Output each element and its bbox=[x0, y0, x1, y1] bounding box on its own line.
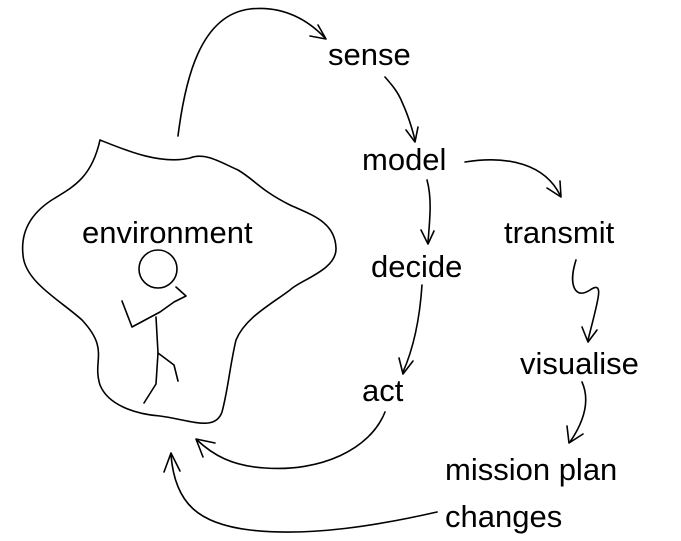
environment-blob bbox=[21, 139, 337, 425]
arrow-environment-to-sense bbox=[177, 7, 326, 137]
arrowhead-environment-from-act bbox=[195, 438, 216, 458]
arrow-visualise-to-mission-plan bbox=[569, 381, 587, 443]
arrow-sense-to-model bbox=[384, 76, 416, 141]
stick-figure-head bbox=[138, 249, 178, 289]
arrow-decide-to-act bbox=[402, 284, 423, 373]
label-act: act bbox=[362, 373, 404, 408]
label-mission-plan: mission plan bbox=[445, 452, 617, 487]
label-sense: sense bbox=[328, 37, 411, 72]
arrow-model-to-transmit bbox=[464, 159, 561, 196]
stick-figure-body bbox=[155, 316, 159, 354]
arrowhead-mission-plan bbox=[566, 425, 584, 444]
arrowhead-act bbox=[398, 357, 414, 375]
arrow-changes-to-environment bbox=[170, 454, 438, 533]
label-transmit: transmit bbox=[504, 215, 615, 250]
arrow-act-to-environment bbox=[196, 411, 386, 470]
label-environment: environment bbox=[82, 215, 253, 250]
arrow-model-to-decide bbox=[426, 179, 431, 243]
label-visualise: visualise bbox=[520, 346, 639, 381]
label-model: model bbox=[362, 142, 446, 177]
stick-figure-legs bbox=[143, 352, 179, 404]
label-decide: decide bbox=[371, 249, 462, 284]
arrowhead-sense bbox=[309, 24, 327, 40]
arrowhead-visualise bbox=[581, 326, 598, 343]
label-changes: changes bbox=[445, 499, 562, 534]
arrowhead-transmit bbox=[546, 180, 562, 198]
arrowhead-model bbox=[405, 126, 419, 143]
stick-figure-arms bbox=[121, 286, 187, 328]
arrowhead-environment-from-changes bbox=[163, 452, 181, 473]
arrowhead-decide bbox=[420, 229, 435, 245]
stick-figure-icon bbox=[121, 249, 187, 404]
arrow-transmit-to-visualise bbox=[571, 259, 600, 341]
